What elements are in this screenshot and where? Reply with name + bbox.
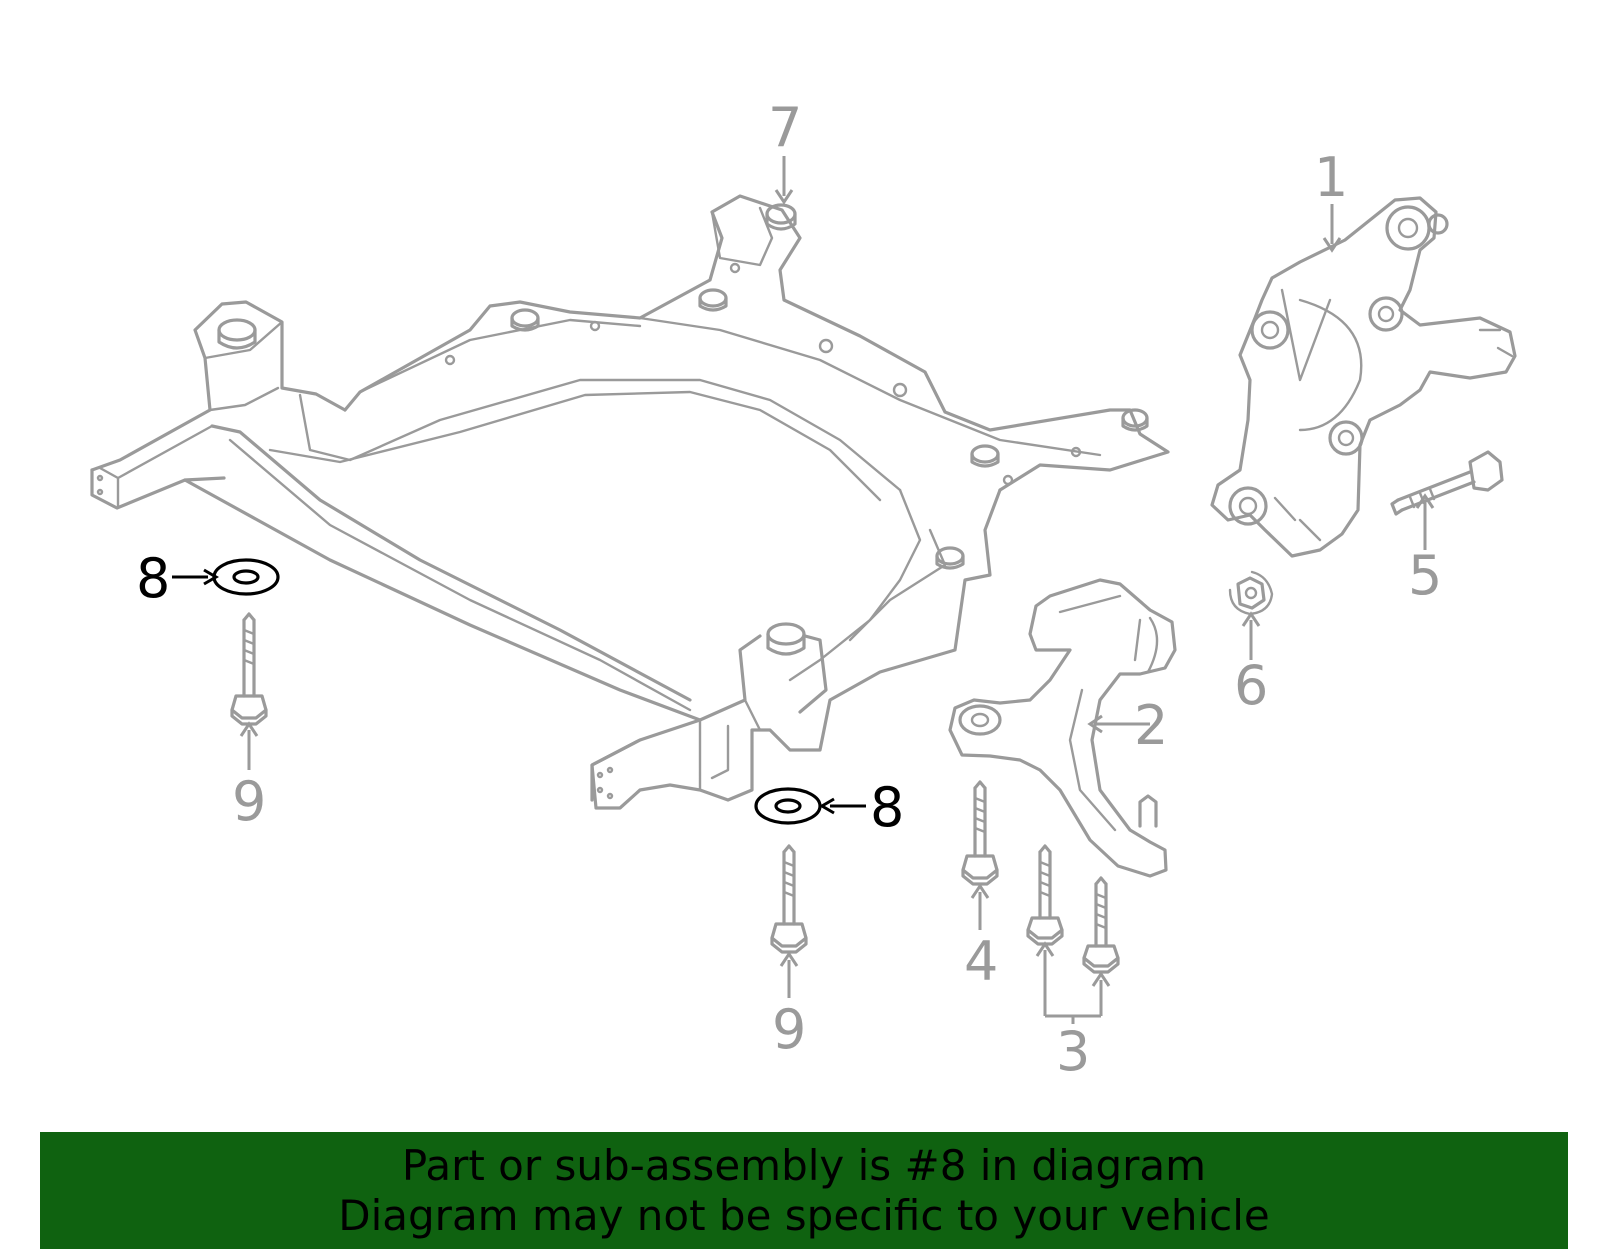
- callout-6: 6: [1234, 654, 1268, 717]
- nut: [1228, 570, 1274, 616]
- callout-9-left: 9: [232, 770, 266, 833]
- callout-5: 5: [1408, 544, 1442, 607]
- callout-8-left: 8: [136, 547, 170, 610]
- control-arm-bolt-pair: [1026, 844, 1120, 974]
- subframe-bolt-left: [230, 612, 268, 726]
- lower-control-arm: [948, 578, 1177, 878]
- callout-3: 3: [1056, 1020, 1090, 1083]
- callout-9-center: 9: [772, 998, 806, 1061]
- washer-center: [754, 787, 822, 825]
- callout-8-center: 8: [870, 776, 904, 839]
- steering-knuckle: [1210, 196, 1517, 558]
- control-arm-bolt: [961, 780, 999, 886]
- subframe: [90, 194, 1170, 810]
- banner-part-notice: Part or sub-assembly is #8 in diagram: [401, 1140, 1207, 1190]
- knuckle-bolt: [1390, 450, 1504, 516]
- parts-diagram: 7 1 2 5 6 4 3 9 9 8 8: [90, 96, 1517, 1083]
- callout-4: 4: [964, 930, 998, 993]
- parts-diagram-svg: 7 1 2 5 6 4 3 9 9 8 8: [90, 96, 1517, 1083]
- leader-lines: [172, 156, 1435, 1024]
- washer-left: [212, 558, 280, 596]
- callout-2: 2: [1134, 694, 1168, 757]
- callout-7: 7: [768, 96, 802, 159]
- subframe-bolt-center: [770, 844, 808, 954]
- banner-disclaimer: Diagram may not be specific to your vehi…: [338, 1190, 1270, 1240]
- info-banner: Part or sub-assembly is #8 in diagram Di…: [40, 1132, 1568, 1249]
- callout-1: 1: [1314, 146, 1348, 209]
